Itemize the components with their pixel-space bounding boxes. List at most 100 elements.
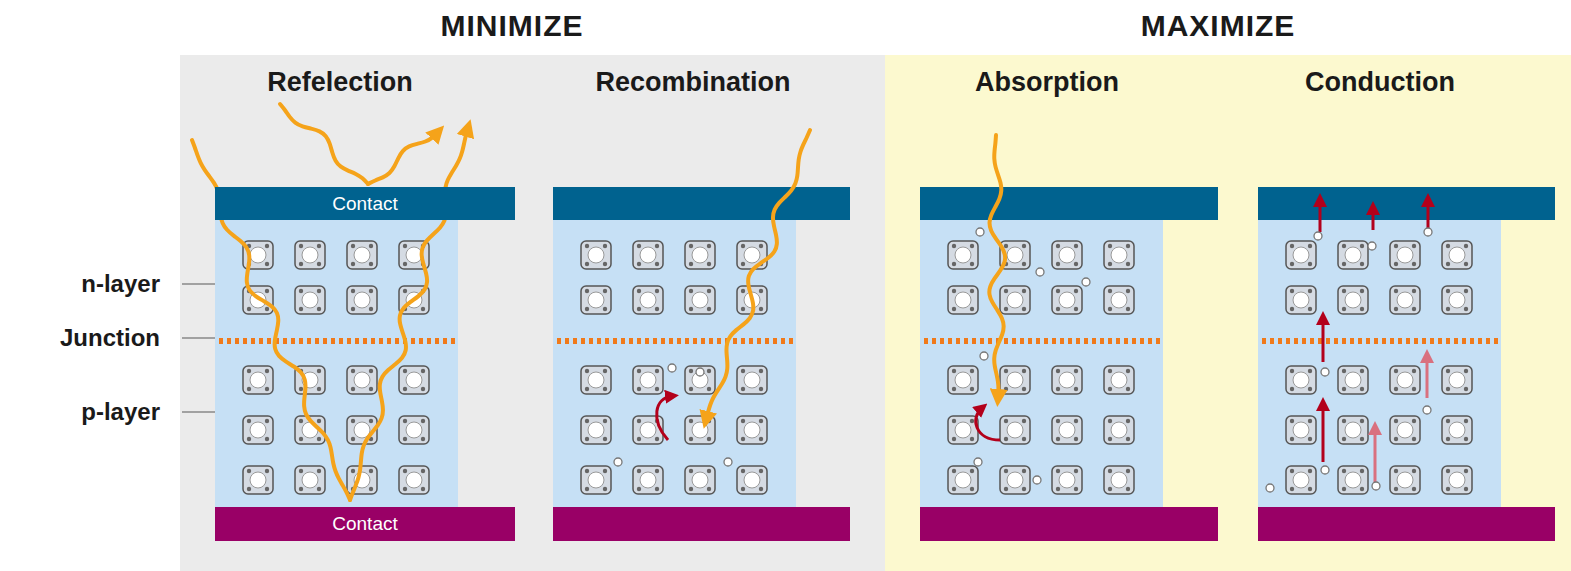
layer-label: Junction <box>60 324 160 352</box>
silicon-atom <box>1442 466 1472 494</box>
carrier-arrow <box>1426 356 1429 398</box>
charge-carrier <box>614 458 622 466</box>
carrier-arrow <box>1374 428 1377 490</box>
silicon-atom <box>1052 416 1082 444</box>
leader-line <box>182 283 215 285</box>
silicon-atom <box>1052 466 1082 494</box>
charge-carrier <box>974 458 982 466</box>
charge-carrier <box>1082 278 1090 286</box>
charge-carrier <box>980 352 988 360</box>
contact-label: Contact <box>332 193 397 215</box>
charge-carrier <box>1321 466 1329 474</box>
charge-carrier <box>1036 268 1044 276</box>
carrier-arrow <box>1319 200 1322 232</box>
layer-label: p-layer <box>81 398 160 426</box>
silicon-atom <box>347 286 377 314</box>
leader-line <box>182 411 215 413</box>
silicon-atom <box>685 416 715 444</box>
top-contact <box>920 187 1218 220</box>
silicon-atom <box>1286 286 1316 314</box>
silicon-atom <box>737 241 767 269</box>
silicon-atom <box>295 241 325 269</box>
light-ray <box>706 130 810 420</box>
silicon-atom <box>399 366 429 394</box>
silicon-atom <box>243 366 273 394</box>
silicon-atom <box>1052 286 1082 314</box>
silicon-atom <box>685 286 715 314</box>
silicon-atom <box>737 366 767 394</box>
silicon-atom <box>1104 241 1134 269</box>
carrier-arrow <box>657 396 672 440</box>
carrier-arrow <box>1322 318 1325 362</box>
silicon-atom <box>581 241 611 269</box>
silicon-atom <box>1390 366 1420 394</box>
junction-line <box>557 338 793 344</box>
solar-cell-illustration <box>885 55 1571 571</box>
panel-title: Recombination <box>595 67 790 98</box>
silicon-atom <box>685 466 715 494</box>
contact-label: Contact <box>332 513 397 535</box>
silicon-atom <box>633 241 663 269</box>
silicon-atom <box>1000 466 1030 494</box>
silicon-atom <box>1390 466 1420 494</box>
silicon-atom <box>1104 366 1134 394</box>
silicon-atom <box>948 466 978 494</box>
silicon-atom <box>1338 286 1368 314</box>
silicon-atom <box>347 366 377 394</box>
silicon-atom <box>243 416 273 444</box>
silicon-atom <box>581 416 611 444</box>
panel-title: Absorption <box>975 67 1119 98</box>
silicon-atom <box>1104 286 1134 314</box>
charge-carrier <box>1314 232 1322 240</box>
silicon-atom <box>1338 366 1368 394</box>
top-contact <box>1258 187 1555 220</box>
silicon-atom <box>1000 416 1030 444</box>
charge-carrier <box>1266 484 1274 492</box>
silicon-atom <box>685 241 715 269</box>
silicon-atom <box>581 466 611 494</box>
junction-line <box>924 338 1160 344</box>
silicon-atom <box>1286 466 1316 494</box>
junction-line <box>219 338 455 344</box>
carrier-arrow <box>1322 404 1325 462</box>
silicon-atom <box>1286 366 1316 394</box>
silicon-atom <box>633 286 663 314</box>
bottom-contact: Contact <box>215 507 515 541</box>
top-contact <box>553 187 850 220</box>
silicon-atom <box>1442 416 1472 444</box>
charge-carrier <box>1423 406 1431 414</box>
silicon-atom <box>1390 416 1420 444</box>
silicon-atom <box>581 366 611 394</box>
silicon-atom <box>1052 241 1082 269</box>
carrier-arrow <box>1427 200 1430 232</box>
silicon-atom <box>1286 241 1316 269</box>
silicon-atom <box>295 286 325 314</box>
silicon-atom <box>1052 366 1082 394</box>
cell-body <box>1258 218 1501 508</box>
silicon-atom <box>948 366 978 394</box>
light-ray <box>368 132 438 184</box>
carrier-arrow <box>1372 208 1375 230</box>
silicon-atom <box>737 416 767 444</box>
charge-carrier <box>1033 476 1041 484</box>
silicon-atom <box>1442 241 1472 269</box>
charge-carrier <box>1321 368 1329 376</box>
charge-carrier <box>724 458 732 466</box>
silicon-atom <box>633 366 663 394</box>
silicon-atom <box>1104 466 1134 494</box>
layer-label: n-layer <box>81 270 160 298</box>
charge-carrier <box>976 228 984 236</box>
junction-line <box>1262 338 1498 344</box>
leader-line <box>182 337 215 339</box>
silicon-atom <box>685 366 715 394</box>
silicon-atom <box>1338 241 1368 269</box>
maximize-band: MAXIMIZE <box>885 55 1571 571</box>
silicon-atom <box>1390 286 1420 314</box>
silicon-atom <box>1442 366 1472 394</box>
silicon-atom <box>581 286 611 314</box>
silicon-atom <box>948 286 978 314</box>
silicon-atom <box>948 416 978 444</box>
silicon-atom <box>347 241 377 269</box>
silicon-atom <box>1286 416 1316 444</box>
